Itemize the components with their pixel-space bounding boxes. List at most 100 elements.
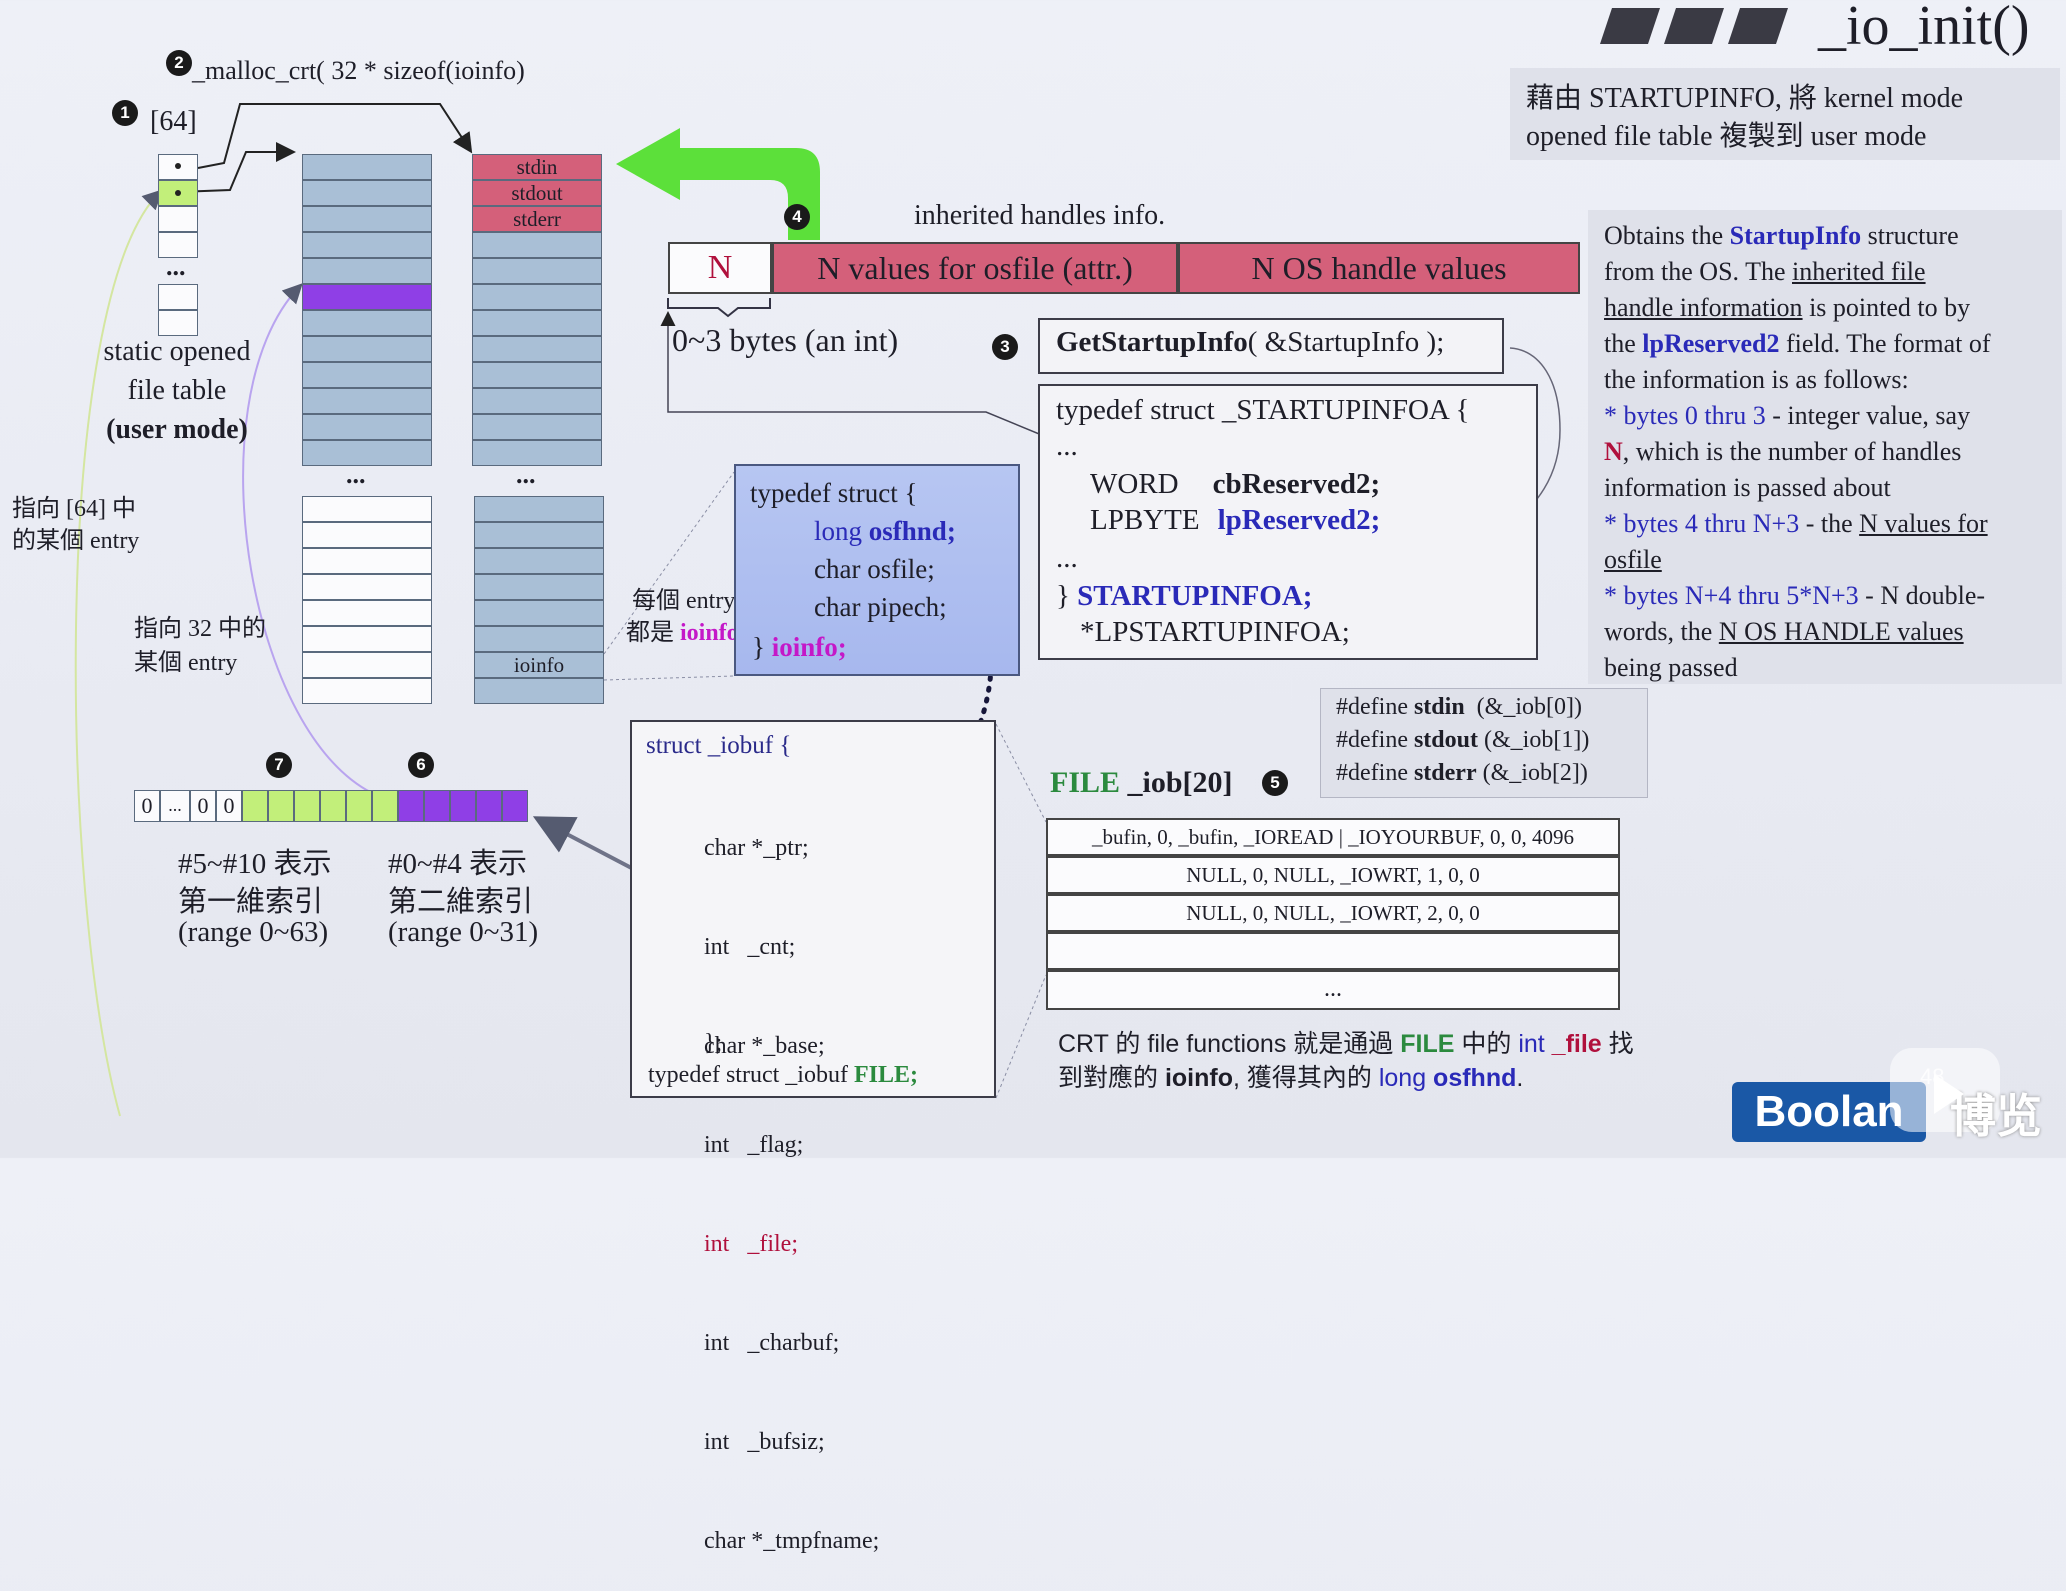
obtains-line: Obtains the StartupInfo structure: [1604, 218, 2060, 254]
ioinfo-close: }: [752, 632, 772, 662]
bit-value: 0: [197, 793, 209, 818]
startupinfo-cbreserved2: cbReserved2;: [1212, 468, 1381, 500]
array-b-ioinfo: ioinfo: [474, 652, 604, 678]
obtains-line: being passed: [1604, 653, 1738, 682]
obtains-seg: , which is the number of handles: [1622, 437, 1962, 466]
points-64-line1: 指向 [64] 中: [12, 496, 136, 522]
bullet-5: 5: [1262, 770, 1288, 796]
title-decoration: [1598, 6, 1788, 51]
define-stdin-name: stdin: [1413, 694, 1465, 720]
array-b-cell: [474, 600, 604, 626]
array-a-cell: [302, 154, 432, 180]
getstartupinfo-box: [1038, 318, 1504, 374]
bit-cell-first-index: [242, 790, 268, 822]
note-top-right-line1: 藉由 STARTUPINFO, 將 kernel mode: [1526, 83, 1964, 114]
index1-line3: (range 0~63): [178, 916, 329, 948]
bit-cell-first-index: [294, 790, 320, 822]
ioinfo-long: long: [814, 516, 869, 546]
iobuf-field: int _cnt;: [704, 934, 796, 960]
defines-box: [1320, 688, 1648, 798]
getstartupinfo-fn: GetStartupInfo: [1056, 326, 1248, 358]
bit-cell: 0: [190, 790, 216, 822]
index1-line1: #5~#10 表示: [178, 848, 332, 880]
bullet-1: 1: [112, 100, 138, 126]
obtains-seg-startupinfo: StartupInfo: [1729, 221, 1862, 250]
iob-row: [1046, 932, 1620, 970]
iobuf-typedef-kw: typedef struct _iobuf: [648, 1062, 854, 1088]
startupinfo-line2: ...: [1056, 430, 1078, 462]
obtains-line: * bytes 4 thru N+3 - the N values for: [1604, 506, 2060, 542]
bit-value: 0: [141, 793, 153, 818]
obtains-seg-bytes-4: * bytes 4 thru N+3: [1604, 509, 1800, 538]
iob-row-text: ...: [1324, 976, 1342, 1002]
iob-label: FILE _iob[20]: [1050, 766, 1233, 800]
iobuf-field-file: int _file;: [704, 1231, 798, 1257]
iobuf-struct-box: [630, 720, 996, 1098]
obtains-seg: - the: [1799, 509, 1860, 538]
bit-cell-first-index: [320, 790, 346, 822]
bit-cell: ...: [160, 790, 190, 822]
bit-cell: 0: [216, 790, 242, 822]
array-b-cell: [472, 310, 602, 336]
index2-line1: #0~#4 表示: [388, 848, 527, 880]
startupinfo-close: }: [1056, 580, 1078, 612]
static-table-cell: [158, 232, 198, 258]
bit-cell: 0: [134, 790, 160, 822]
bit-cell-second-index: [502, 790, 528, 822]
array-b-cell: [472, 232, 602, 258]
obtains-seg-lpreserved2: lpReserved2: [1642, 329, 1780, 358]
define-stderr-value: (&_iob[2]): [1476, 760, 1588, 786]
static-table-cell-selected: [158, 180, 198, 206]
ioinfo-line2: long osfhnd;: [814, 516, 956, 547]
obtains-line: handle information is pointed to by: [1604, 290, 2060, 326]
bit-cell-second-index: [398, 790, 424, 822]
bit-value: 0: [223, 793, 235, 818]
note-top-right: [1510, 68, 2060, 160]
array-a-cell: [302, 258, 432, 284]
array-a-cell: [302, 626, 432, 652]
bit-cell-second-index: [450, 790, 476, 822]
points-64-line2: 的某個 entry: [12, 528, 140, 554]
obtains-seg: from the OS. The: [1604, 257, 1792, 286]
obtains-seg-os-handle: N OS HANDLE values: [1718, 617, 1964, 646]
malloc-label: _malloc_crt( 32 * sizeof(ioinfo): [192, 56, 525, 85]
obtains-seg: structure: [1861, 221, 1959, 250]
crt-seg: 找: [1601, 1030, 1634, 1058]
obtains-panel: [1588, 210, 2062, 684]
iob-row: _bufin, 0, _bufin, _IOREAD | _IOYOURBUF,…: [1046, 818, 1620, 856]
bullet-6: 6: [408, 752, 434, 778]
index2-line2: 第二維索引: [388, 886, 534, 918]
index2-line3: (range 0~31): [388, 916, 539, 948]
boolan-logo-text: Boolan: [1754, 1087, 1904, 1136]
array-b-stderr: stderr: [472, 206, 602, 232]
points-32-line2: 某個 entry: [134, 650, 238, 676]
each-entry-line1: 每個 entry: [632, 588, 736, 614]
ioinfo-cell-label: ioinfo: [513, 653, 565, 677]
os-handle-values-cell: N OS handle values: [1178, 242, 1580, 294]
array-b-cell: [474, 678, 604, 704]
obtains-line: * bytes 0 thru 3 - integer value, say: [1604, 398, 2060, 434]
iob-row-text: NULL, 0, NULL, _IOWRT, 2, 0, 0: [1186, 901, 1480, 925]
obtains-seg-inherited: inherited file: [1792, 257, 1926, 286]
array-a-cell: [302, 440, 432, 466]
startupinfo-line3: WORD cbReserved2;: [1090, 468, 1380, 501]
static-table-cell: [158, 206, 198, 232]
obtains-seg: - integer value, say: [1765, 401, 1971, 430]
define-stdout-name: stdout: [1413, 727, 1478, 753]
startupinfo-word: WORD: [1090, 468, 1179, 500]
array-b-ellipsis: ...: [516, 460, 536, 489]
page-title: _io_init(): [1818, 0, 2030, 57]
obtains-seg: - N double-: [1858, 581, 1986, 610]
crt-seg: 到對應的: [1058, 1064, 1165, 1092]
array-a-cell: [302, 522, 432, 548]
startupinfo-line5: ...: [1056, 542, 1078, 574]
obtains-seg-bytes-n4: * bytes N+4 thru 5*N+3: [1604, 581, 1859, 610]
static-table-cell: [158, 310, 198, 336]
crt-seg-file-field: _file: [1551, 1030, 1602, 1058]
define-stdin: #define stdin (&_iob[0]): [1336, 694, 1582, 721]
bytes-0-3-label: 0~3 bytes (an int): [672, 322, 899, 358]
bullet-2: 2: [166, 50, 192, 76]
define-stdout-value: (&_iob[1]): [1478, 727, 1590, 753]
ioinfo-osfhnd: osfhnd;: [868, 516, 956, 546]
array-a-cell-selected: [302, 284, 432, 310]
